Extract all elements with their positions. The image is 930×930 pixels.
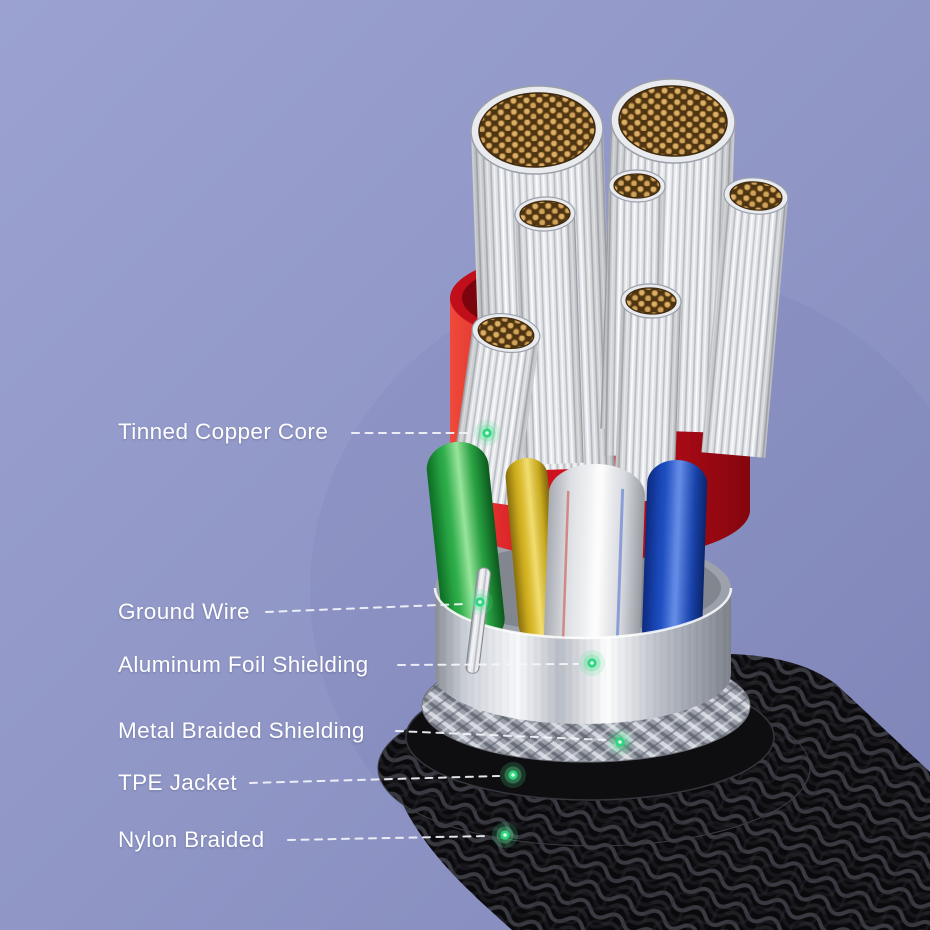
indicator-dot-tpe-jacket — [500, 762, 526, 788]
leader-line-nylon-braided — [287, 835, 491, 841]
leader-line-metal-braided-shielding — [395, 730, 607, 741]
indicator-dot-aluminum-foil-shielding — [579, 650, 605, 676]
leader-line-aluminum-foil-shielding — [397, 663, 579, 666]
ground-wire — [465, 567, 491, 674]
leader-line-ground-wire — [265, 603, 465, 613]
wire-blue — [642, 459, 708, 655]
tinned-copper-bundle-mid-4 — [614, 283, 682, 502]
tinned-copper-bundle-mid-1 — [514, 196, 584, 465]
indicator-dot-metal-braided-shielding — [607, 729, 633, 755]
indicator-dot-nylon-braided — [492, 822, 518, 848]
aluminum-foil-ring — [433, 587, 733, 724]
leader-line-tpe-jacket — [249, 775, 500, 784]
indicator-dot-tinned-copper-core — [474, 420, 500, 446]
indicator-dot-ground-wire — [467, 589, 493, 615]
wire-white — [543, 463, 645, 669]
tinned-copper-bundle-mid-3 — [701, 177, 789, 458]
